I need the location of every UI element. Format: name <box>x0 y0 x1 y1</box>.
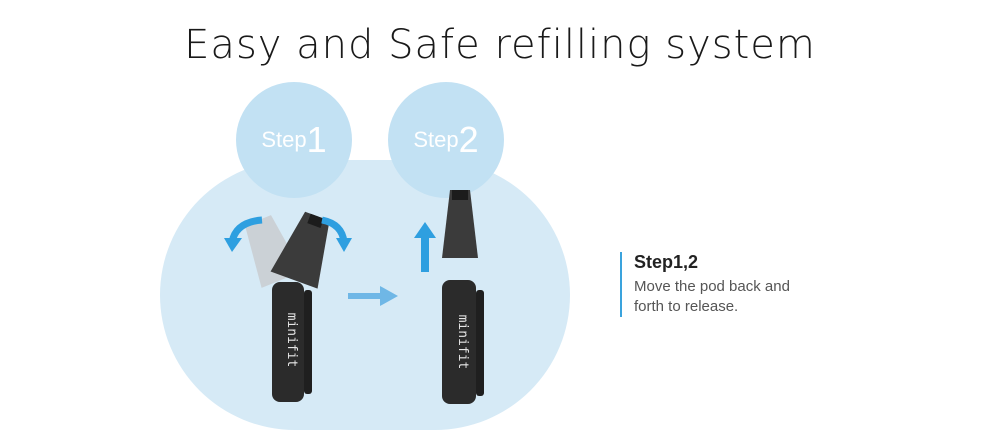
device-brand-text-1: minifit <box>284 313 299 368</box>
step-2-word: Step <box>413 127 459 152</box>
device-body-2: minifit <box>442 280 484 404</box>
pod-lifted <box>442 190 478 258</box>
right-arrow-icon <box>348 293 382 299</box>
rotate-left-arrowhead <box>224 238 242 252</box>
step-2-number: 2 <box>458 119 479 160</box>
rotate-right-arrowhead <box>336 238 352 252</box>
page-title: Easy and Safe refilling system <box>184 22 816 68</box>
step-1-word: Step <box>261 127 307 152</box>
step-description-body: Move the pod back and forth to release. <box>634 278 790 315</box>
up-arrow-icon <box>421 236 429 272</box>
pod-tilted <box>270 211 330 289</box>
device-brand-text-2: minifit <box>455 315 470 370</box>
right-arrowhead <box>380 286 398 306</box>
up-arrowhead <box>414 222 436 238</box>
step-description: Step1,2 Move the pod back and forth to r… <box>620 252 804 317</box>
step-1-number: 1 <box>306 119 327 160</box>
step-description-heading: Step1,2 <box>634 252 699 272</box>
device-body-1: minifit <box>272 282 312 402</box>
